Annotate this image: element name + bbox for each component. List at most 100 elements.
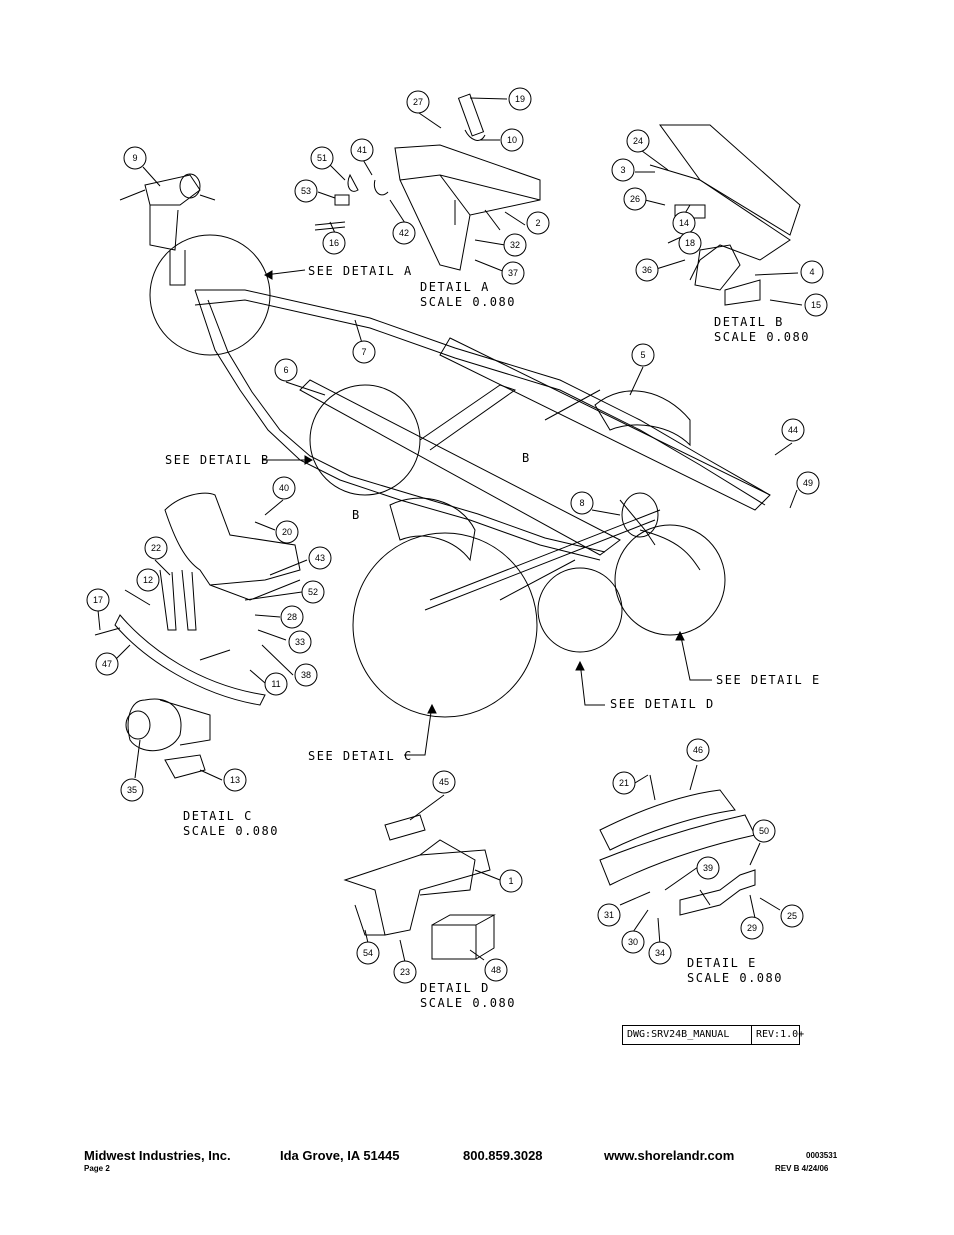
balloon-number: 30 [628, 937, 638, 947]
balloon-number: 12 [143, 575, 153, 585]
part-balloon: 49 [796, 471, 820, 495]
balloon-number: 35 [127, 785, 137, 795]
balloon-number: 8 [579, 498, 584, 508]
balloon-circle [95, 652, 119, 676]
part-balloon: 37 [501, 261, 525, 285]
balloon-number: 7 [361, 347, 366, 357]
balloon-number: 54 [363, 948, 373, 958]
part-balloon: 35 [120, 778, 144, 802]
part-balloon: 41 [350, 138, 374, 162]
balloon-circle [352, 340, 376, 364]
part-balloon: 40 [272, 476, 296, 500]
balloon-circle [275, 520, 299, 544]
balloon-circle [752, 819, 776, 843]
detail-d-title: DETAIL D [420, 981, 490, 995]
section-mark-b: B [522, 451, 531, 465]
balloon-number: 25 [787, 911, 797, 921]
part-balloon: 11 [264, 672, 288, 696]
part-balloon: 23 [393, 960, 417, 984]
part-balloon: 31 [597, 903, 621, 927]
balloon-number: 29 [747, 923, 757, 933]
detail-d-drawing [343, 814, 496, 960]
balloon-number: 31 [604, 910, 614, 920]
balloon-circle [294, 663, 318, 687]
balloon-circle [800, 260, 824, 284]
balloon-circle [570, 491, 594, 515]
balloon-number: 53 [301, 186, 311, 196]
balloon-number: 51 [317, 153, 327, 163]
part-balloon: 26 [623, 187, 647, 211]
part-balloon: 14 [672, 211, 696, 235]
part-balloon: 5 [631, 343, 655, 367]
see-detail-c-label: SEE DETAIL C [308, 749, 413, 763]
footer-page: Page 2 [84, 1164, 110, 1173]
balloon-number: 5 [640, 350, 645, 360]
detail-d-scale: SCALE 0.080 [420, 996, 516, 1010]
see-detail-a-label: SEE DETAIL A [308, 264, 413, 278]
balloon-circle [264, 672, 288, 696]
part-balloon: 8 [570, 491, 594, 515]
balloon-number: 49 [803, 478, 813, 488]
part-balloon: 25 [780, 904, 804, 928]
part-balloon: 7 [352, 340, 376, 364]
balloon-number: 10 [507, 135, 517, 145]
balloon-circle [611, 158, 635, 182]
balloon-number: 6 [283, 365, 288, 375]
balloon-circle [621, 930, 645, 954]
balloon-circle [136, 568, 160, 592]
part-balloon: 46 [686, 738, 710, 762]
part-balloon: 22 [144, 536, 168, 560]
balloon-circle [280, 605, 304, 629]
balloon-number: 42 [399, 228, 409, 238]
part-balloon: 54 [356, 941, 380, 965]
part-balloon: 33 [288, 630, 312, 654]
balloon-circle [86, 588, 110, 612]
balloon-number: 32 [510, 240, 520, 250]
balloon-number: 22 [151, 543, 161, 553]
balloon-circle [393, 960, 417, 984]
balloon-number: 41 [357, 145, 367, 155]
drawing-title-block: DWG:SRV24B_MANUAL REV:1.0+ [622, 1025, 804, 1045]
balloon-number: 9 [132, 153, 137, 163]
balloon-circle [631, 343, 655, 367]
balloon-circle [120, 778, 144, 802]
part-balloon: 30 [621, 930, 645, 954]
part-balloon: 27 [406, 90, 430, 114]
balloon-circle [322, 231, 346, 255]
balloon-circle [696, 856, 720, 880]
balloon-number: 17 [93, 595, 103, 605]
part-balloon: 29 [740, 916, 764, 940]
see-detail-b-label: SEE DETAIL B [165, 453, 270, 467]
balloon-number: 38 [301, 670, 311, 680]
balloon-circle [310, 146, 334, 170]
balloon-circle [272, 476, 296, 500]
part-balloon: 16 [322, 231, 346, 255]
balloon-number: 20 [282, 527, 292, 537]
part-balloon: 1 [499, 869, 523, 893]
balloon-number: 3 [620, 165, 625, 175]
balloon-circle [626, 129, 650, 153]
balloon-circle [500, 128, 524, 152]
balloon-number: 36 [642, 265, 652, 275]
part-balloon: 34 [648, 941, 672, 965]
part-balloon: 28 [280, 605, 304, 629]
balloon-circle [308, 546, 332, 570]
part-balloon: 2 [526, 211, 550, 235]
part-balloon: 39 [696, 856, 720, 880]
part-balloon: 32 [503, 233, 527, 257]
balloon-circle [432, 770, 456, 794]
balloon-number: 15 [811, 300, 821, 310]
detail-b-title: DETAIL B [714, 315, 784, 329]
balloon-number: 39 [703, 863, 713, 873]
part-balloon: 24 [626, 129, 650, 153]
balloon-number: 19 [515, 94, 525, 104]
balloon-circle [392, 221, 416, 245]
balloon-circle [350, 138, 374, 162]
detail-c-scale: SCALE 0.080 [183, 824, 279, 838]
balloon-circle [484, 958, 508, 982]
part-balloon: 48 [484, 958, 508, 982]
detail-a-title: DETAIL A [420, 280, 490, 294]
drawing-revision: REV:1.0+ [756, 1029, 805, 1040]
